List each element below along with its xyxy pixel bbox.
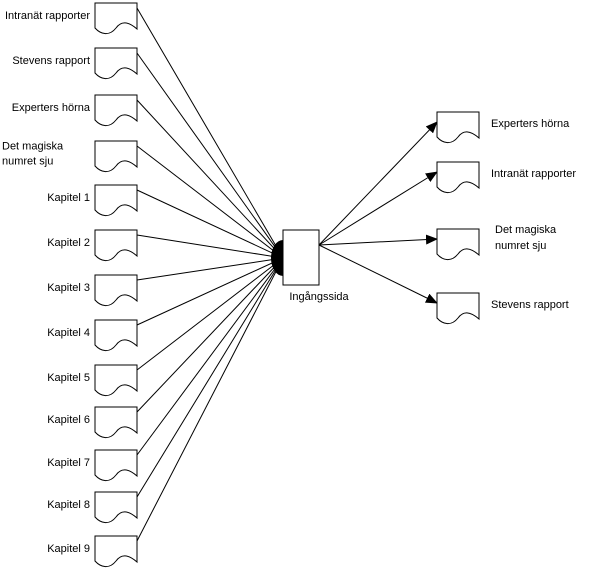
document-icon — [94, 47, 138, 80]
document-icon — [94, 94, 138, 127]
input-doc-experters-h-rna[interactable]: Experters hörna — [12, 94, 138, 127]
hub-connector-dot — [271, 240, 283, 276]
input-doc-label: Kapitel 7 — [47, 457, 90, 469]
document-icon — [94, 184, 138, 217]
input-doc-kapitel-3-edge — [136, 257, 284, 281]
output-doc-label: Experters hörna — [491, 118, 570, 130]
input-doc-kapitel-9-edge — [136, 257, 284, 542]
input-doc-intran-t-rapporter-edge — [136, 7, 284, 259]
input-doc-label: Kapitel 2 — [47, 237, 90, 249]
output-doc-label: numret sju — [495, 240, 546, 252]
output-doc-label: Det magiska — [495, 224, 557, 236]
input-doc-kapitel-4[interactable]: Kapitel 4 — [47, 319, 138, 352]
input-doc-kapitel-5-edge — [136, 257, 284, 371]
output-doc-intran-t-rapporter[interactable]: Intranät rapporter — [436, 161, 576, 194]
input-doc-kapitel-4-edge — [136, 257, 284, 326]
document-icon — [436, 292, 480, 325]
output-doc-intran-t-rapporter-arrow — [318, 171, 438, 246]
input-doc-label: Kapitel 4 — [47, 327, 90, 339]
output-doc-stevens-rapport[interactable]: Stevens rapport — [436, 292, 569, 325]
input-doc-det-magiska-numret-sju-edge — [136, 145, 284, 259]
input-doc-label: Kapitel 8 — [47, 499, 90, 511]
document-icon — [94, 140, 138, 173]
document-icon — [94, 229, 138, 262]
input-doc-label: Stevens rapport — [12, 55, 90, 67]
input-doc-kapitel-1[interactable]: Kapitel 1 — [47, 184, 138, 217]
input-doc-intran-t-rapporter[interactable]: Intranät rapporter — [5, 2, 138, 35]
output-doc-det-magiska-numret-sju-arrow — [318, 234, 438, 246]
output-doc-label: Stevens rapport — [491, 299, 569, 311]
input-doc-kapitel-7[interactable]: Kapitel 7 — [47, 449, 138, 482]
edges — [136, 7, 438, 542]
input-doc-kapitel-3[interactable]: Kapitel 3 — [47, 274, 138, 307]
document-icon — [94, 491, 138, 524]
input-doc-stevens-rapport[interactable]: Stevens rapport — [12, 47, 138, 80]
input-doc-kapitel-6-edge — [136, 257, 284, 413]
document-icon — [94, 535, 138, 568]
output-doc-label: Intranät rapporter — [491, 168, 576, 180]
document-icon — [94, 319, 138, 352]
input-doc-stevens-rapport-edge — [136, 52, 284, 259]
document-icon — [94, 364, 138, 397]
input-doc-det-magiska-numret-sju[interactable]: Det magiska numret sju — [2, 140, 138, 173]
input-doc-label: numret sju — [2, 156, 53, 168]
input-doc-kapitel-2-edge — [136, 234, 284, 259]
output-doc-det-magiska-numret-sju[interactable]: Det magiska numret sju — [436, 224, 557, 261]
output-doc-experters-h-rna[interactable]: Experters hörna — [436, 111, 570, 144]
document-icon — [94, 2, 138, 35]
input-doc-label: Intranät rapporter — [5, 10, 90, 22]
input-doc-experters-h-rna-edge — [136, 99, 284, 259]
input-doc-kapitel-7-edge — [136, 257, 284, 456]
input-doc-label: Experters hörna — [12, 102, 91, 114]
output-doc-experters-h-rna-arrow — [318, 121, 438, 246]
document-icon — [94, 449, 138, 482]
input-doc-kapitel-2[interactable]: Kapitel 2 — [47, 229, 138, 262]
input-doc-label: Kapitel 6 — [47, 414, 90, 426]
input-doc-label: Kapitel 3 — [47, 282, 90, 294]
input-doc-label: Kapitel 9 — [47, 543, 90, 555]
hub-page-box[interactable] — [282, 229, 320, 286]
input-doc-kapitel-8[interactable]: Kapitel 8 — [47, 491, 138, 524]
input-doc-kapitel-1-edge — [136, 189, 284, 259]
input-doc-kapitel-9[interactable]: Kapitel 9 — [47, 535, 138, 568]
input-doc-label: Kapitel 5 — [47, 372, 90, 384]
input-doc-label: Det magiska — [2, 141, 64, 153]
input-doc-kapitel-8-edge — [136, 257, 284, 498]
input-doc-kapitel-5[interactable]: Kapitel 5 — [47, 364, 138, 397]
output-doc-stevens-rapport-arrow — [318, 244, 438, 304]
input-doc-kapitel-6[interactable]: Kapitel 6 — [47, 406, 138, 439]
hub-group: Ingångssida — [271, 229, 350, 303]
document-icon — [436, 228, 480, 261]
document-icon — [94, 274, 138, 307]
document-icon — [436, 161, 480, 194]
hub-label: Ingångssida — [289, 291, 349, 303]
document-icon — [94, 406, 138, 439]
input-doc-label: Kapitel 1 — [47, 192, 90, 204]
document-icon — [436, 111, 480, 144]
